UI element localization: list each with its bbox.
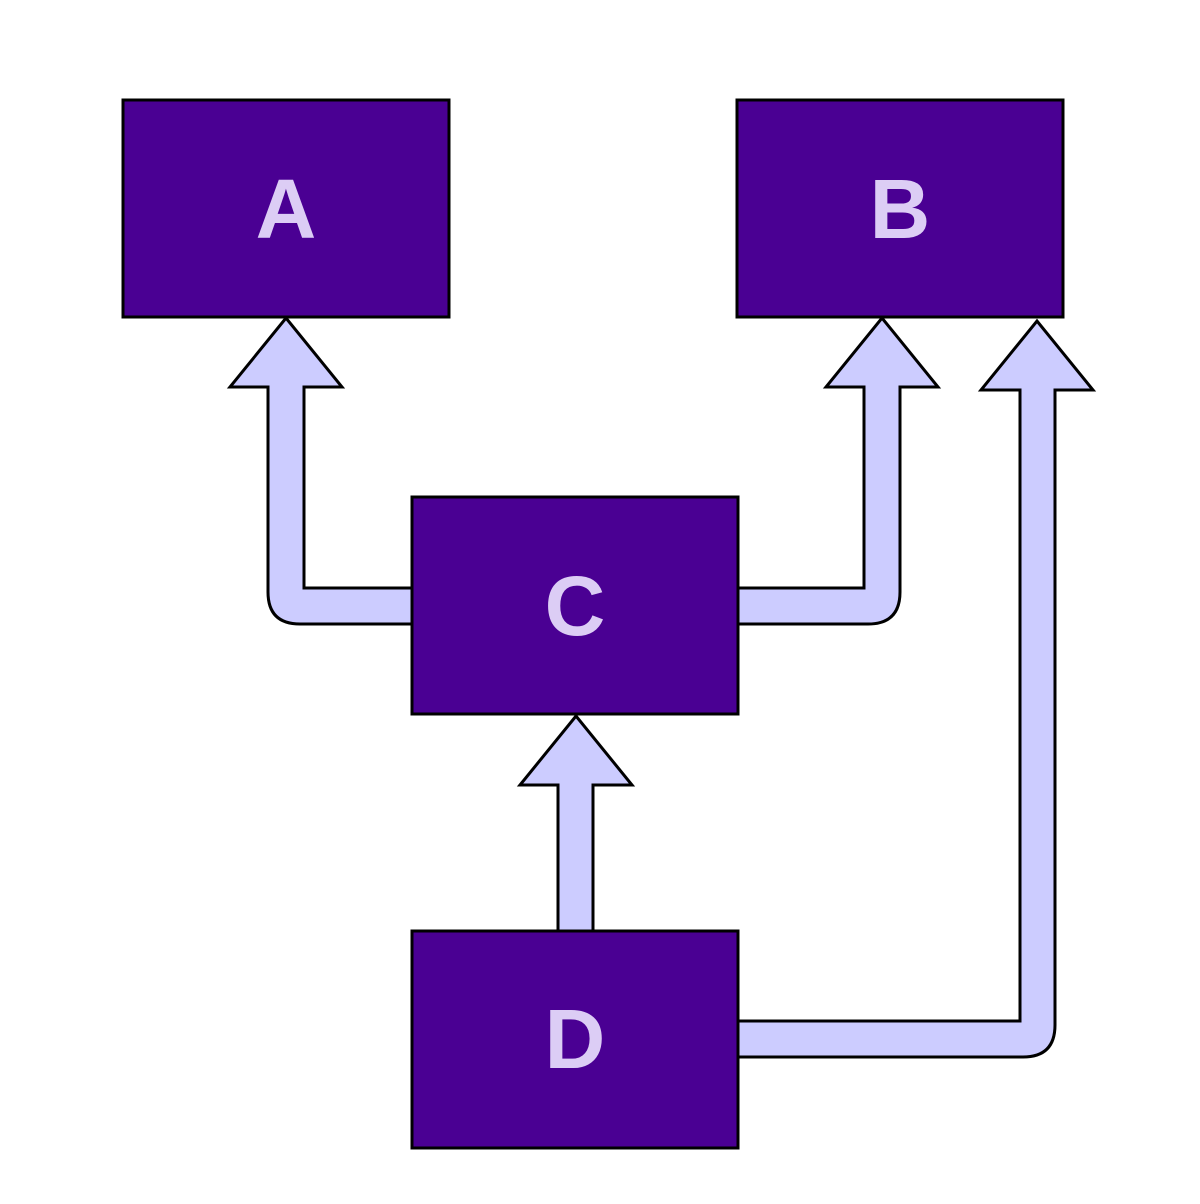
arrow-d-to-c — [516, 713, 636, 933]
node-a-label: A — [256, 162, 317, 256]
node-c-box — [410, 495, 740, 716]
arrow-c-to-a — [226, 315, 414, 626]
node-a[interactable]: A — [121, 98, 451, 319]
node-d[interactable]: D — [410, 929, 740, 1150]
node-b-box — [735, 98, 1065, 319]
node-a-box — [121, 98, 451, 319]
arrow-c-to-b — [735, 315, 942, 626]
node-d-box — [410, 929, 740, 1150]
node-c[interactable]: C — [410, 495, 740, 716]
node-b-label: B — [870, 162, 931, 256]
node-d-label: D — [545, 992, 606, 1086]
node-c-label: C — [545, 559, 606, 653]
arrow-d-to-b — [735, 318, 1097, 1059]
node-b[interactable]: B — [735, 98, 1065, 319]
